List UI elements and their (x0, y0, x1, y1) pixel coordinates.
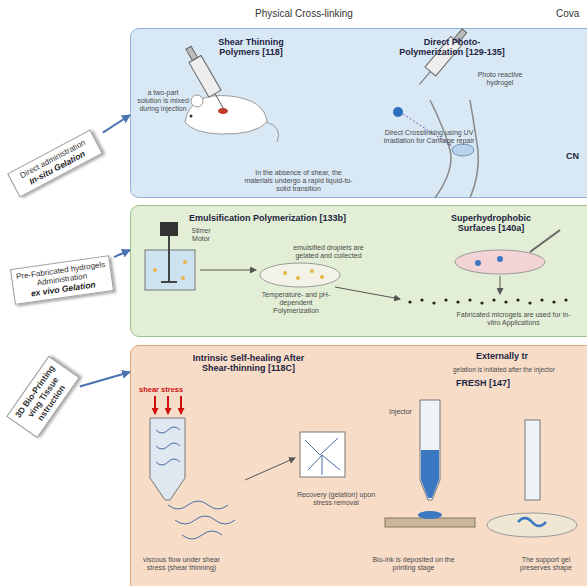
annotation-text: Recovery (gelation) upon stress removal (291, 491, 381, 507)
column-header: Physical Cross-linking (255, 8, 353, 20)
polymer-chains (156, 427, 180, 465)
microgel (564, 298, 567, 301)
microgel (552, 300, 555, 303)
microgel (456, 300, 459, 303)
microgel (408, 300, 411, 303)
deposited-ink (418, 511, 442, 519)
uv-light (393, 107, 403, 117)
microgel (540, 298, 543, 301)
route-label-box: Pre-Fabricated hydrogels Administratione… (10, 255, 114, 305)
microgel (480, 301, 483, 304)
annotation-text: Injector (389, 408, 412, 416)
annotation-text: Temperature- and pH- dependent Polymeriz… (256, 291, 336, 315)
droplet (475, 260, 481, 266)
droplet (183, 260, 187, 264)
microgel (468, 298, 471, 301)
leader-arrow (200, 270, 256, 271)
section-heading: Shear Thinning Polymers [118] (206, 37, 296, 58)
annotation-text: The support gel preserves shape (506, 556, 586, 572)
section-heading: Emulsification Polymerization [133b] (189, 213, 346, 223)
annotation-text: Bio-ink is deposited on the printing sta… (371, 556, 456, 572)
annotation-text: Photo reactive hydrogel (471, 71, 529, 87)
droplet (310, 269, 314, 273)
droplet (320, 275, 324, 279)
microgel (444, 298, 447, 301)
droplet (283, 271, 287, 275)
annotation-text: Stirrer Motor (183, 227, 219, 243)
stirrer-rod (168, 236, 170, 282)
route-arrow (80, 372, 130, 386)
printing-stage (385, 518, 475, 527)
route-arrow (114, 250, 130, 257)
droplet (181, 276, 185, 280)
section-heading: FRESH [147] (456, 378, 510, 388)
printed-filament (518, 518, 546, 526)
petri-dish (260, 263, 340, 287)
knee-joint (452, 144, 474, 156)
network-lines (305, 438, 340, 475)
annotation-text: a two-part solution is mixed during inje… (137, 89, 189, 113)
shear-arrow (180, 396, 182, 414)
droplet (153, 268, 157, 272)
annotation-text: emulsified droplets are gelated and coll… (281, 244, 376, 260)
stirrer-motor (160, 222, 178, 236)
microgel (516, 298, 519, 301)
column-header: Cova (556, 8, 579, 20)
section-heading: Direct Photo-Polymerization [129-135] (393, 37, 511, 58)
mouse-eye (190, 115, 193, 118)
annotation-text: viscous flow under shear stress (shear t… (139, 556, 224, 572)
annotation-text: Direct Crosslinking using UV irradiation… (383, 129, 475, 145)
droplet (296, 276, 300, 280)
mouse-ear (191, 95, 203, 107)
section-heading: Superhydrophobic Surfaces [140a] (441, 213, 541, 234)
petri-dish (455, 250, 545, 274)
shear-arrow (154, 396, 156, 414)
annotation-text: In the absence of shear, the materials u… (241, 169, 356, 193)
stirrer-blade (161, 281, 177, 283)
injection-site (218, 108, 228, 114)
leader-arrow (500, 276, 501, 294)
annotation-text: shear stress (139, 386, 183, 395)
section-heading: Intrinsic Self-healing After Shear-thinn… (191, 353, 306, 374)
shear-arrow (167, 396, 169, 414)
droplet (497, 256, 503, 262)
microgel (492, 298, 495, 301)
section-heading: Externally tr (476, 351, 528, 361)
injector-tube (420, 400, 440, 500)
syringe-needle (215, 94, 224, 109)
microgel (528, 301, 531, 304)
annotation-text: gelation is initiated after the injector (453, 366, 555, 373)
microgel (504, 300, 507, 303)
injector-tube (525, 420, 540, 500)
microgel (432, 301, 435, 304)
support-bath (487, 513, 577, 537)
route-arrow (103, 115, 130, 133)
gel-network (300, 432, 345, 477)
microgel (420, 298, 423, 301)
section-heading: CN (566, 151, 579, 161)
route-label-box: Direct administrationIn-situ Gelation (7, 130, 103, 198)
route-label: 3D Bio-Printing ving Tissue nstruction (12, 362, 73, 432)
method-panel: Intrinsic Self-healing After Shear-thinn… (130, 345, 587, 586)
annotation-text: Fabricated microgels are used for in-vit… (451, 311, 576, 327)
route-label-box: 3D Bio-Printing ving Tissue nstruction (6, 356, 80, 438)
